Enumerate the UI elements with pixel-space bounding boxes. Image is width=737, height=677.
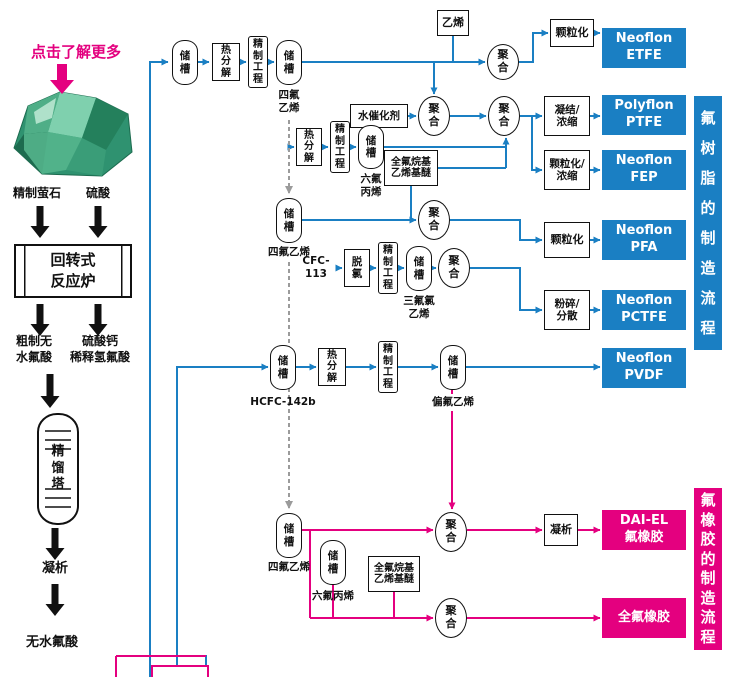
ptfe-brand: Polyflon [614, 98, 674, 114]
distillation-tower-shape [37, 413, 79, 525]
polymerize-etfe: 聚合 [487, 44, 519, 80]
ctfe-caption: 三氟氯乙烯 [403, 294, 435, 320]
cta-down-arrow-icon [50, 64, 74, 94]
storage-tank-vdf: 储槽 [440, 345, 466, 390]
etfe-brand: Neoflon [615, 31, 673, 47]
storage-tank-1: 储槽 [172, 40, 198, 85]
polymerize-daiel: 聚合 [435, 512, 467, 552]
storage-tank-tfe: 储槽 [276, 40, 302, 85]
condense-box-rubber: 凝析 [544, 514, 578, 546]
anhydrous-hf-label: 无水氟酸 [25, 634, 78, 650]
byproduct-label-line2: 稀释氢氟酸 [69, 350, 130, 364]
pave-box-2: 全氟烷基乙烯基醚 [368, 556, 420, 592]
storage-tank-ctfe: 储槽 [406, 246, 432, 291]
pyrolysis-box-1: 热分解 [212, 43, 240, 81]
rubber-tfe-caption: 四氟乙烯 [268, 561, 310, 574]
granulate-etfe-box: 颗粒化 [550, 19, 594, 47]
polymerize-ptfe-2: 聚合 [488, 96, 520, 136]
ffkm-label: 全氟橡胶 [617, 609, 670, 625]
crush-disperse-box: 粉碎/分散 [544, 290, 590, 330]
rubber-lines [115, 390, 601, 677]
product-neoflon-pctfe[interactable]: Neoflon PCTFE [602, 290, 686, 330]
refining-box-4: 精制工程 [378, 341, 398, 393]
granulate-concentrate-box: 颗粒化/浓缩 [544, 150, 590, 190]
storage-tank-rubber-tfe: 储槽 [276, 513, 302, 558]
resin-lines [149, 29, 601, 677]
daiel-type: 氟橡胶 [624, 530, 664, 545]
product-polyflon-ptfe[interactable]: Polyflon PTFE [602, 95, 686, 135]
fep-grade: FEP [630, 170, 658, 185]
polymerize-pctfe: 聚合 [438, 248, 470, 288]
pfa-brand: Neoflon [615, 223, 673, 239]
polymerize-ffkm: 聚合 [435, 598, 467, 638]
cfc113-label: CFC-113 [302, 254, 330, 280]
crude-ahf-label: 粗制无水氟酸 [15, 334, 52, 364]
daiel-brand: DAI-EL [619, 513, 669, 529]
product-neoflon-fep[interactable]: Neoflon FEP [602, 150, 686, 190]
storage-tank-hcfc: 储槽 [270, 345, 296, 390]
dechlorination-box: 脱氯 [344, 249, 370, 287]
furnace-label-line1: 回转式 [50, 251, 96, 269]
condense-step-label: 凝析 [41, 560, 68, 576]
refining-box-2: 精制工程 [330, 121, 350, 173]
sidebar-rubber-process: 氟橡胶的制造流程 [694, 488, 722, 650]
byproduct-label: 硫酸钙 稀释氢氟酸 [62, 334, 138, 366]
learn-more-link[interactable]: 点击了解更多 [30, 43, 121, 62]
storage-tank-tfe-2: 储槽 [276, 198, 302, 243]
coagulate-concentrate-box: 凝结/浓缩 [544, 96, 590, 136]
rubber-hfp-caption: 六氟丙烯 [312, 590, 354, 603]
tfe-caption: 四氟乙烯 [278, 88, 300, 114]
water-catalyst-box: 水催化剂 [350, 104, 408, 128]
byproduct-label-line1: 硫酸钙 [81, 334, 118, 349]
storage-tank-rubber-hfp: 储槽 [320, 540, 346, 585]
refining-box-3: 精制工程 [378, 242, 398, 294]
refining-box-1: 精制工程 [248, 36, 268, 88]
pvdf-brand: Neoflon [615, 351, 673, 367]
product-neoflon-pvdf[interactable]: Neoflon PVDF [602, 348, 686, 388]
ptfe-grade: PTFE [625, 115, 663, 130]
tfe-caption-2: 四氟乙烯 [268, 246, 310, 259]
hcfc142b-caption: HCFC-142b [250, 396, 316, 409]
sulfuric-acid-label: 硫酸 [85, 186, 110, 201]
etfe-grade: ETFE [626, 48, 662, 63]
hfp-caption: 六氟丙烯 [360, 172, 382, 198]
product-daiel[interactable]: DAI-EL 氟橡胶 [602, 510, 686, 550]
pvdf-grade: PVDF [624, 368, 664, 383]
vdf-caption: 偏氟乙烯 [432, 396, 474, 409]
pyrolysis-box-3: 热分解 [318, 348, 346, 386]
product-neoflon-etfe[interactable]: Neoflon ETFE [602, 28, 686, 68]
fluorite-image [13, 91, 133, 177]
pctfe-grade: PCTFE [621, 310, 667, 325]
product-ffkm[interactable]: 全氟橡胶 [602, 598, 686, 638]
granulate-pfa-box: 颗粒化 [544, 222, 590, 258]
polymerize-ptfe-1: 聚合 [418, 96, 450, 136]
fep-brand: Neoflon [615, 153, 673, 169]
pave-box-1: 全氟烷基乙烯基醚 [384, 150, 438, 186]
polymerize-pfa: 聚合 [418, 200, 450, 240]
refined-fluorite-label: 精制萤石 [12, 186, 61, 201]
pctfe-brand: Neoflon [615, 293, 673, 309]
furnace-label-line2: 反应炉 [50, 272, 96, 290]
pyrolysis-box-2: 热分解 [296, 128, 322, 166]
pfa-grade: PFA [630, 240, 658, 255]
down-arrow-icons [30, 206, 108, 616]
distillation-tower: 精馏塔 [51, 443, 65, 493]
product-neoflon-pfa[interactable]: Neoflon PFA [602, 220, 686, 260]
rotary-reaction-furnace: 回转式 反应炉 [14, 244, 132, 298]
storage-tank-hfp: 储槽 [358, 125, 384, 169]
ethylene-box: 乙烯 [437, 10, 469, 36]
sidebar-resin-process: 氟树脂的制造流程 [694, 96, 722, 350]
